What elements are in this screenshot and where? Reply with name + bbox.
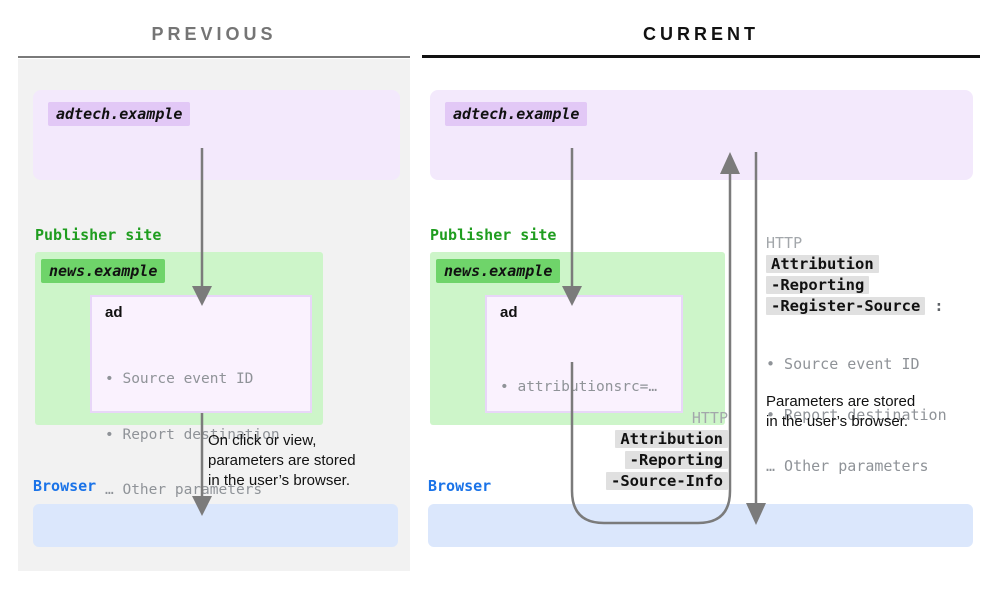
ad-box-current: ad • attributionsrc=…: [485, 295, 683, 413]
ad-parameter: • attributionsrc=…: [500, 379, 658, 395]
browser-label-current: Browser: [428, 477, 492, 495]
storage-note-previous: On click or view, parameters are stored …: [208, 432, 356, 489]
ad-parameter: … Other parameters: [105, 482, 263, 498]
ad-box-previous: ad • Source event ID • Report destinatio…: [90, 295, 312, 498]
previous-title-underline: [18, 56, 410, 58]
adtech-domain-chip: adtech.example: [48, 102, 191, 126]
ad-title: ad: [500, 304, 518, 321]
header-line: Attribution: [766, 255, 879, 273]
http-protocol-label: HTTP: [766, 234, 803, 252]
browser-label-previous: Browser: [33, 477, 97, 495]
news-domain-chip: news.example: [436, 259, 561, 283]
browser-box-current: [428, 504, 973, 547]
publisher-site-label-current: Publisher site: [430, 226, 557, 244]
ad-parameters-list: • Source event ID • Report destination ……: [105, 333, 310, 537]
response-parameters-list: • Source event ID • Report destination ……: [766, 322, 947, 509]
publisher-site-label-previous: Publisher site: [35, 226, 162, 244]
ad-parameter: • Source event ID: [105, 371, 254, 387]
browser-box-previous: [33, 504, 398, 547]
ad-title: ad: [105, 304, 123, 321]
header-line: -Register-Source: [766, 297, 926, 315]
header-line: -Source-Info: [606, 472, 728, 490]
header-colon: :: [925, 297, 944, 315]
ad-parameter: • Report destination: [105, 426, 280, 443]
header-line: -Reporting: [624, 451, 728, 469]
previous-title: PREVIOUS: [151, 24, 277, 44]
adtech-box-current: adtech.example: [430, 90, 973, 180]
response-parameter: • Report destination: [766, 406, 947, 424]
header-line: Attribution: [615, 430, 728, 448]
news-domain-chip: news.example: [41, 259, 166, 283]
http-protocol-label: HTTP: [691, 409, 728, 427]
http-request-header-block: HTTP Attribution -Reporting -Source-Info: [520, 409, 728, 493]
header-line: -Reporting: [766, 276, 870, 294]
current-title-underline: [422, 55, 980, 58]
storage-note-current: Parameters are stored in the user’s brow…: [766, 393, 916, 430]
response-parameter: • Source event ID: [766, 355, 920, 373]
adtech-box-previous: adtech.example: [33, 90, 400, 180]
adtech-domain-chip: adtech.example: [445, 102, 588, 126]
http-response-header-block: HTTP Attribution -Reporting -Register-So…: [766, 234, 947, 509]
current-title: CURRENT: [643, 24, 759, 44]
response-parameter: … Other parameters: [766, 457, 929, 475]
